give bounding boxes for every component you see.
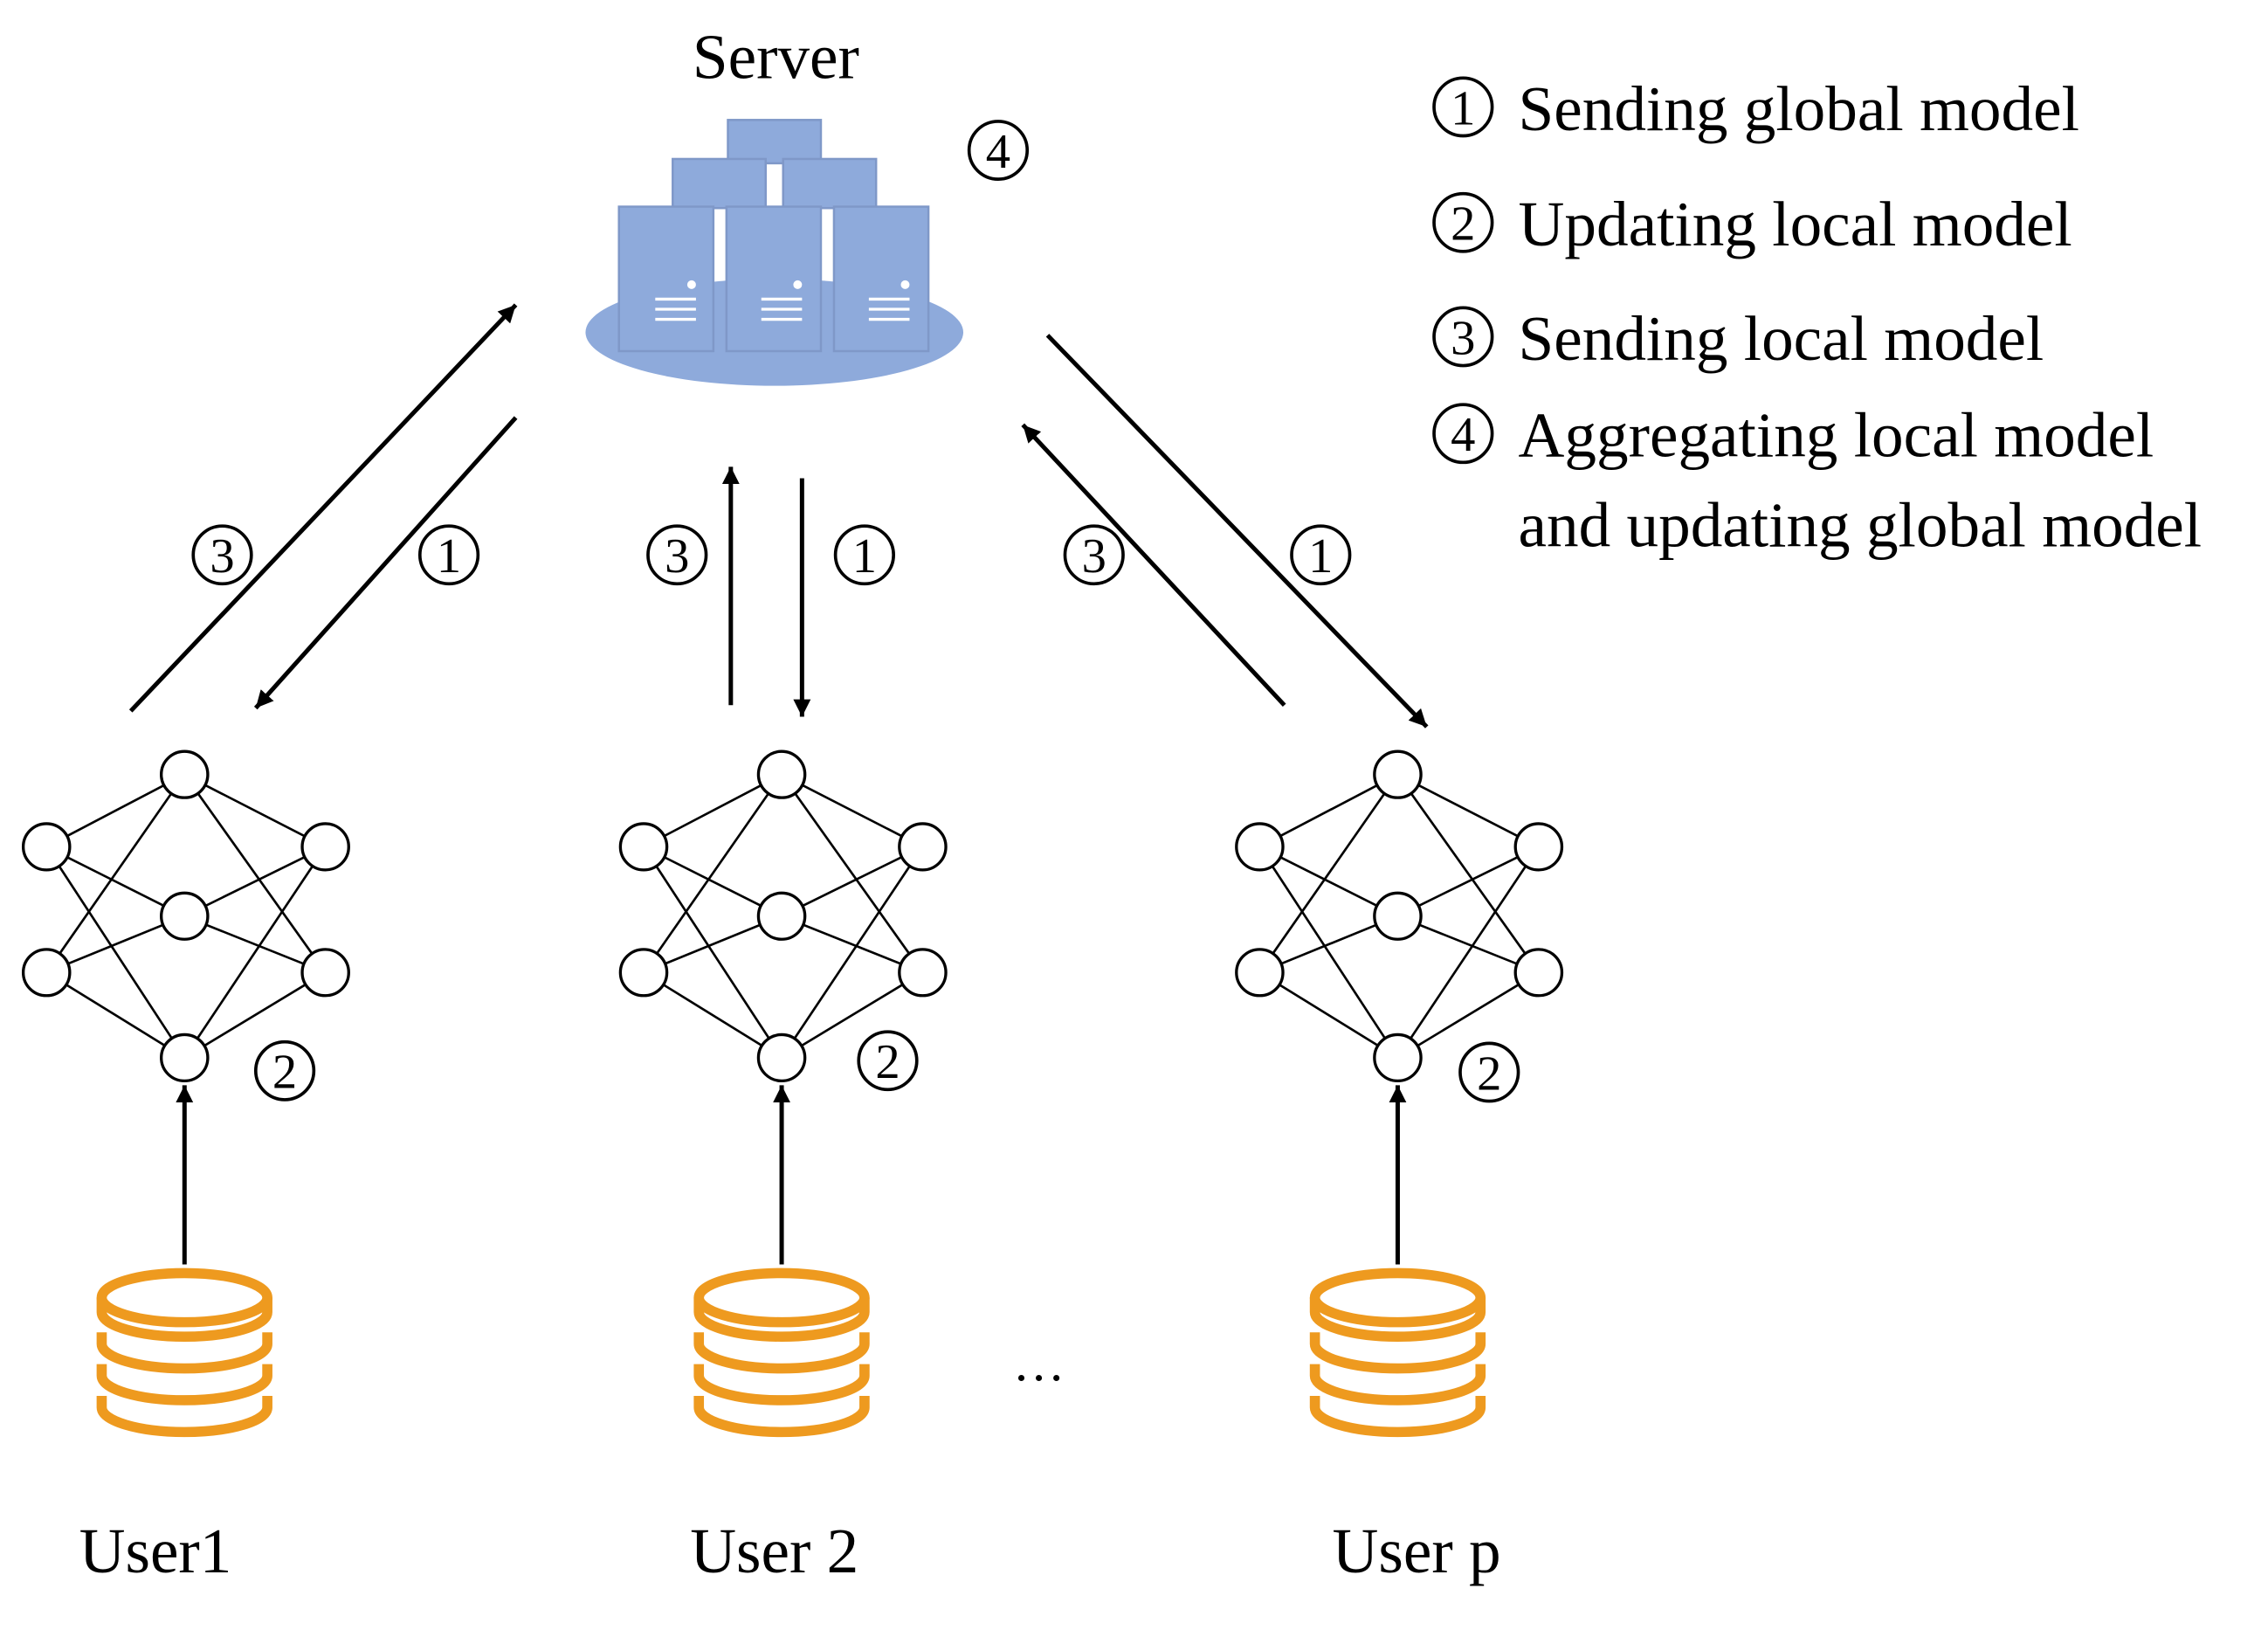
- user1-database-icon: [96, 1267, 272, 1438]
- legend-item-2-number: 2: [1451, 197, 1475, 252]
- user2-send-local-step: 3: [665, 529, 689, 584]
- legend-item-4-number: 4: [1451, 408, 1475, 462]
- legend-item-4-text-line-2: and updating global model: [1519, 489, 2203, 560]
- more-users-ellipsis: …: [1013, 1334, 1065, 1392]
- legend-item-3-number: 3: [1451, 311, 1475, 365]
- user1-receive-global-step: 1: [437, 529, 461, 584]
- user1-send-local-arrow: [128, 303, 518, 713]
- user1-label: User1: [79, 1516, 232, 1586]
- server-step-badge: 4: [967, 120, 1030, 181]
- userp-send-local-arrow: [1021, 423, 1286, 707]
- userp-receive-global-step: 1: [1308, 529, 1333, 584]
- legend-item-4-text-line-1: Aggregating local model: [1519, 400, 2154, 471]
- user1-update-step: 2: [272, 1046, 297, 1100]
- user2-database-icon: [693, 1267, 870, 1438]
- server-cluster-icon: [585, 119, 964, 386]
- user2-update-step: 2: [875, 1035, 900, 1089]
- userp-update-step-badge: 2: [1458, 1041, 1520, 1103]
- legend-item-4: 4 Aggregating local model and updating g…: [1432, 400, 2203, 560]
- user2-receive-global-step: 1: [852, 529, 877, 584]
- user2-server-arrows: 3 1: [646, 466, 895, 717]
- legend-item-3-text: Sending local model: [1519, 303, 2044, 374]
- user2-label: User 2: [690, 1516, 858, 1586]
- user1-update-step-badge: 2: [253, 1039, 316, 1102]
- server-step-number: 4: [986, 125, 1010, 179]
- legend-item-1: 1 Sending global model: [1432, 73, 2079, 144]
- userp-neural-network-icon: [1235, 749, 1564, 1083]
- userp-update-step: 2: [1477, 1046, 1501, 1101]
- userp-database-icon: [1309, 1267, 1486, 1438]
- legend-item-1-text: Sending global model: [1519, 73, 2079, 144]
- user1-neural-network-icon: [21, 749, 350, 1083]
- userp-receive-global-arrow: [1045, 334, 1429, 729]
- user2-neural-network-icon: [618, 749, 948, 1083]
- server-title: Server: [693, 22, 859, 93]
- user1-send-local-step: 3: [210, 529, 234, 584]
- legend-item-1-number: 1: [1451, 81, 1475, 135]
- legend-item-2-text: Updating local model: [1519, 189, 2072, 259]
- user1-server-arrows: 3 1: [128, 303, 518, 713]
- user2-update-step-badge: 2: [857, 1030, 919, 1092]
- legend: 1 Sending global model 2 Updating local …: [1432, 73, 2203, 560]
- userp-send-local-step: 3: [1082, 529, 1106, 584]
- legend-item-2: 2 Updating local model: [1432, 189, 2072, 259]
- userp-server-arrows: 3 1: [1021, 334, 1429, 729]
- user1-receive-global-arrow: [253, 416, 518, 710]
- legend-item-3: 3 Sending local model: [1432, 303, 2044, 374]
- userp-label: User p: [1333, 1516, 1501, 1586]
